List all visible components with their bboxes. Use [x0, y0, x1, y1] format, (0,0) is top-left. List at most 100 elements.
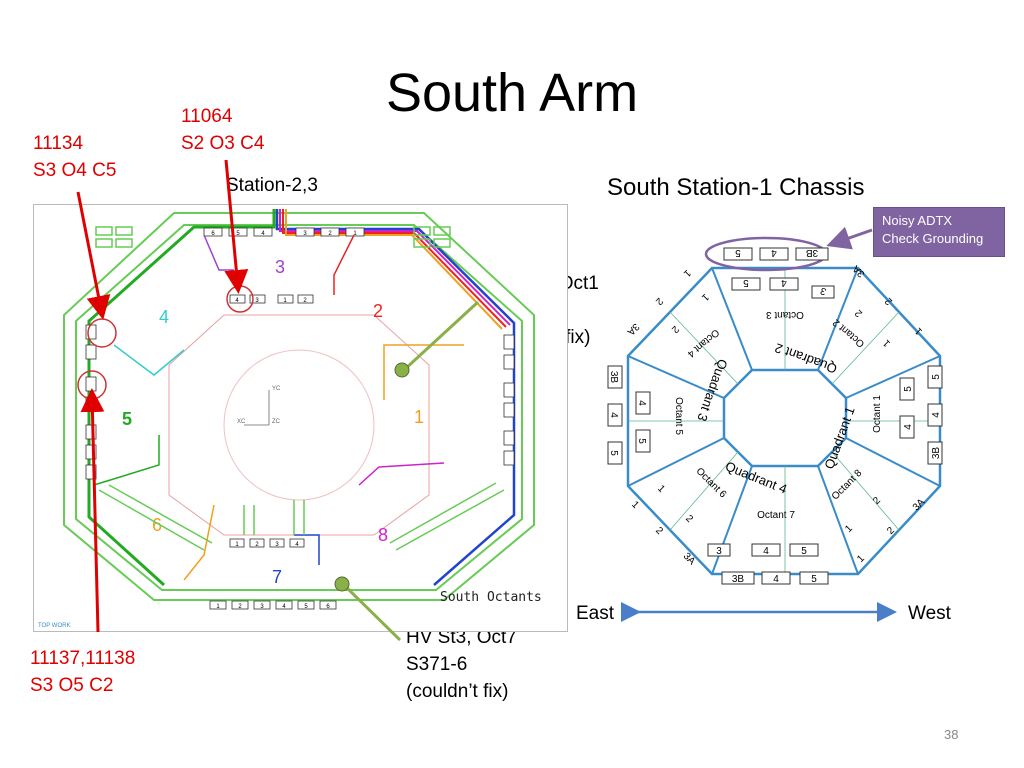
oct7b-label-6: 6: [326, 604, 330, 610]
sw-outer-2: 2: [653, 525, 665, 537]
sw-inner-1: 1: [655, 483, 667, 495]
oct3-slot-c: [277, 294, 294, 304]
octant-7-label: Octant 7: [757, 510, 795, 521]
right-inner-4: 4: [903, 424, 914, 430]
arrow-oct6: [183, 504, 215, 581]
axis-xc: XC: [237, 419, 246, 425]
arrow-11064: [224, 159, 249, 294]
octant-6-number: 6: [152, 515, 162, 535]
noisy-arrow: [826, 226, 873, 250]
top-outer-5: 5: [735, 247, 741, 258]
left-outer-3b: 3B: [608, 371, 619, 384]
fault-label-11134-line2: S3 O4 C5: [33, 160, 117, 181]
noisy-adtx-note: Noisy ADTX Check Grounding: [873, 207, 1005, 257]
ne-inner-2: 2: [853, 307, 865, 319]
oct3-slot-a: [229, 294, 246, 304]
octant-3-label: Octant 3: [766, 309, 804, 320]
bottom-outer-5: 5: [811, 574, 817, 585]
top-inner-3: 3: [819, 284, 828, 296]
top-chassis-row: [203, 227, 365, 237]
nw-outer-2: 2: [653, 295, 665, 307]
top-slot-3: [295, 227, 315, 237]
oct7a-label-2: 2: [255, 542, 259, 548]
spoke-rb: [845, 437, 941, 487]
sw-outer-1: 1: [629, 499, 641, 511]
ne-outer-1: 1: [913, 325, 925, 337]
octant-4-label: Octant 4: [685, 326, 721, 359]
nw-outer-1: 1: [681, 267, 693, 279]
octant-7-number: 7: [272, 567, 282, 587]
se-inner-1: 1: [843, 523, 855, 535]
oct7a-slot-2: [249, 538, 265, 548]
fault-label-11137: 11137,11138 S3 O5 C2: [30, 645, 135, 699]
right-chassis-column: [503, 334, 515, 466]
south-octants-diagram: 6 5 4 3 2 1 4 3 1 2: [33, 204, 568, 632]
bottom-inner-4: 4: [763, 546, 769, 557]
fault-label-11064: 11064 S2 O3 C4: [181, 103, 264, 157]
bottom-inner-5: 5: [801, 546, 807, 557]
oct7b-label-1: 1: [216, 604, 220, 610]
top-inner-5: 5: [743, 277, 749, 288]
chassis-boxes: [607, 247, 943, 585]
arrow-11134: [76, 191, 111, 320]
oct7b-slot-4: [275, 600, 293, 610]
octant-3-number: 3: [275, 257, 285, 277]
inner-octagon: [168, 314, 430, 536]
top-inner-4: 4: [781, 277, 787, 288]
right-outer-5: 5: [931, 374, 942, 380]
oct7b-slot-6: [319, 600, 337, 610]
left-outer-4: 4: [608, 412, 619, 418]
cable-green: [87, 209, 276, 587]
right-outer-4: 4: [931, 412, 942, 418]
top-slot-1: [345, 227, 365, 237]
fault-label-11134-line1: 11134: [33, 133, 84, 154]
nw-outer-3a: 3A: [624, 321, 641, 338]
center-circle: [223, 349, 375, 501]
oct7a-label-4: 4: [295, 542, 299, 548]
oct7b-slot-5: [297, 600, 315, 610]
hv-oct7-line1: HV St3, Oct7: [406, 627, 517, 648]
oct3-slot-c-label: 1: [283, 298, 287, 304]
hv-oct7-label: HV St3, Oct7 S371-6 (couldn’t fix): [406, 624, 517, 705]
arrow-oct1: [383, 344, 464, 400]
se-outer-3a: 3A: [911, 497, 928, 514]
oct7b-slot-3: [253, 600, 271, 610]
fault-label-11137-line2: S3 O5 C2: [30, 675, 114, 696]
inner-wall-green: [75, 224, 523, 591]
se-outer-1: 1: [855, 553, 867, 565]
fault-label-11064-line2: S2 O3 C4: [181, 133, 265, 154]
top-slot-6: [203, 227, 223, 237]
chassis-title: South Station-1 Chassis: [607, 174, 865, 201]
oct3-slot-d: [297, 294, 314, 304]
arrow-oct7: [294, 534, 320, 565]
octant-2-number: 2: [373, 301, 383, 321]
hv-arrow-oct7: [342, 583, 402, 642]
arrow-oct4: [113, 344, 185, 376]
spoke-tl: [711, 267, 753, 371]
oct3-slot-d-label: 2: [303, 298, 307, 304]
nw-inner-1: 1: [699, 291, 711, 303]
oct3-slot-b-label: 3: [255, 298, 259, 304]
left-outer-5: 5: [608, 450, 619, 456]
sw-outer-3a: 3A: [681, 551, 698, 568]
hv-oct7-line3: (couldn’t fix): [406, 681, 509, 702]
sw-inner-2: 2: [683, 513, 695, 525]
oct7a-slot-4: [289, 538, 305, 548]
page-number: 38: [944, 727, 959, 742]
oct7b-label-3: 3: [260, 604, 264, 610]
outer-wall-green: [63, 212, 535, 601]
top-slot-1-label: 1: [353, 231, 357, 237]
left-inner-5: 5: [636, 438, 647, 444]
octant-8-number: 8: [378, 525, 388, 545]
top-slot-4-label: 4: [261, 231, 265, 237]
right-inner-5: 5: [903, 386, 914, 392]
hv-arrow-oct1: [402, 300, 480, 372]
arrow-oct8: [358, 462, 445, 486]
south-octants-caption: South Octants: [440, 590, 542, 605]
oct7a-slot-3: [269, 538, 285, 548]
spoke-tr: [817, 267, 859, 371]
east-label: East: [576, 603, 615, 624]
top-slot-5: [228, 227, 248, 237]
noisy-note-line2: Check Grounding: [882, 231, 984, 246]
